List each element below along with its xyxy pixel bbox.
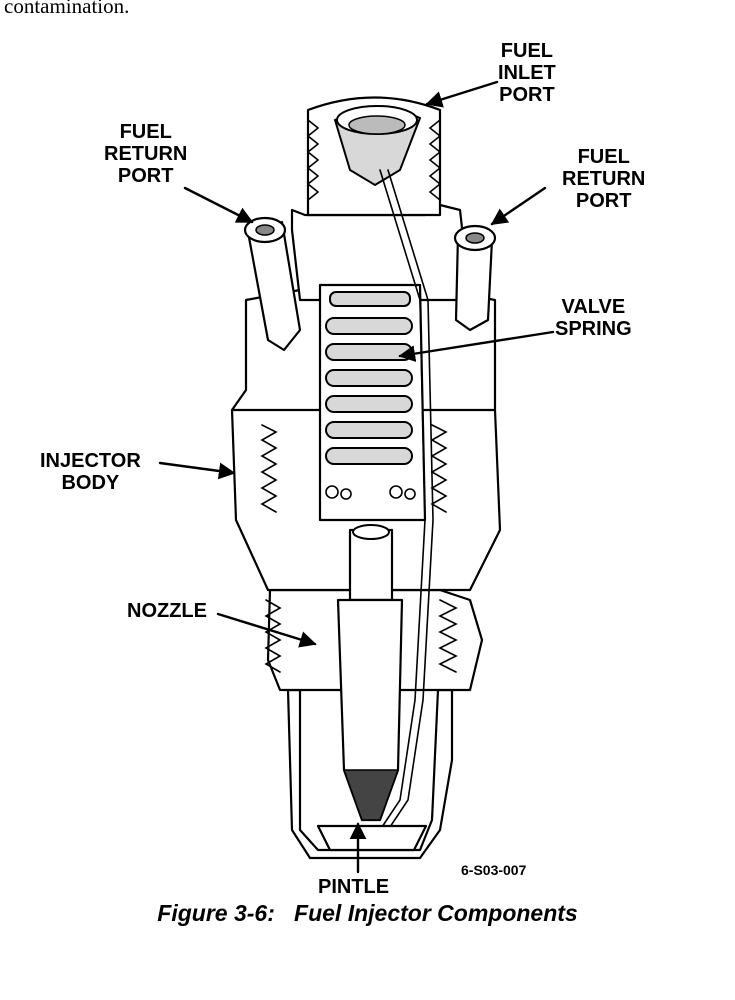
arrow-fuel-inlet-port [425,80,499,108]
leader-arrows [158,80,555,874]
arrow-fuel-return-port-left [183,186,254,224]
right-return-port-tube [453,224,497,332]
label-fuel-return-port-left: FUEL RETURN PORT [104,121,188,187]
label-fuel-inlet-port: FUEL INLET PORT [498,40,556,106]
body-text-fragment: contamination. [4,0,130,18]
label-valve-spring: VALVE SPRING [555,296,632,340]
left-return-port-tube [243,216,302,352]
arrow-fuel-return-port-right [490,186,547,226]
label-fuel-return-port-right: FUEL RETURN PORT [562,146,646,212]
label-pintle: PINTLE [318,876,390,898]
figure-caption: Figure 3-6: Fuel Injector Components [157,900,578,926]
figure-id: 6-S03-007 [461,862,527,878]
arrow-nozzle [216,612,317,648]
arrow-valve-spring [398,330,555,362]
label-injector-body: INJECTOR BODY [40,450,141,494]
label-nozzle: NOZZLE [127,600,207,622]
valve-spring-coils [325,291,413,465]
arrow-injector-body [158,461,236,480]
injector-drawing [230,96,502,860]
